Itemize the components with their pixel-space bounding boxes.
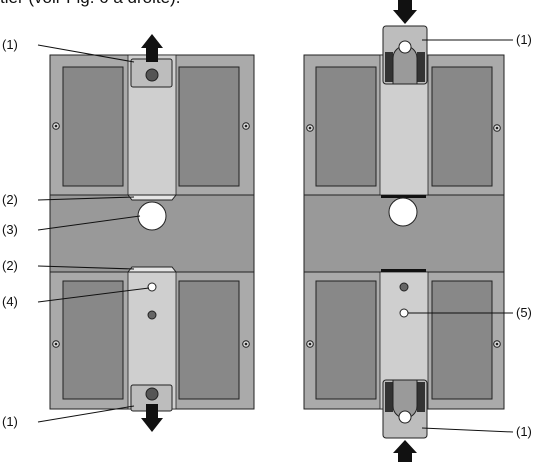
leader-lines bbox=[37, 39, 514, 433]
callout-left-3: (3) bbox=[2, 222, 18, 237]
screw-icon bbox=[52, 122, 60, 130]
screw-icon bbox=[52, 340, 60, 348]
right-bottom-clip bbox=[382, 379, 428, 439]
right-top-clip bbox=[382, 25, 428, 85]
left-slot-bottom bbox=[126, 266, 178, 273]
screw-icon bbox=[306, 340, 314, 348]
caption-text: tier (voir Fig. 6 à droite). bbox=[0, 0, 180, 8]
arrow-up-icon bbox=[393, 440, 417, 462]
callout-right-2: (5) bbox=[516, 305, 532, 320]
callout-left-5: (4) bbox=[2, 294, 18, 309]
screw-icon bbox=[306, 124, 314, 132]
arrow-down-icon bbox=[393, 0, 417, 24]
callout-right-3: (1) bbox=[516, 424, 532, 439]
arrow-up-icon bbox=[141, 34, 163, 62]
callout-left-6: (1) bbox=[2, 414, 18, 429]
callout-left-2: (2) bbox=[2, 192, 18, 207]
right-module bbox=[303, 0, 505, 462]
callout-right-1: (1) bbox=[516, 32, 532, 47]
callout-left-4: (2) bbox=[2, 258, 18, 273]
left-main-circle bbox=[137, 201, 167, 231]
screw-icon bbox=[242, 340, 250, 348]
screw-icon bbox=[242, 122, 250, 130]
callout-left-1: (1) bbox=[2, 37, 18, 52]
left-slot-top bbox=[126, 194, 178, 201]
left-module bbox=[49, 34, 255, 432]
arrow-down-icon bbox=[141, 404, 163, 432]
screw-icon bbox=[493, 124, 501, 132]
screw-icon bbox=[493, 340, 501, 348]
